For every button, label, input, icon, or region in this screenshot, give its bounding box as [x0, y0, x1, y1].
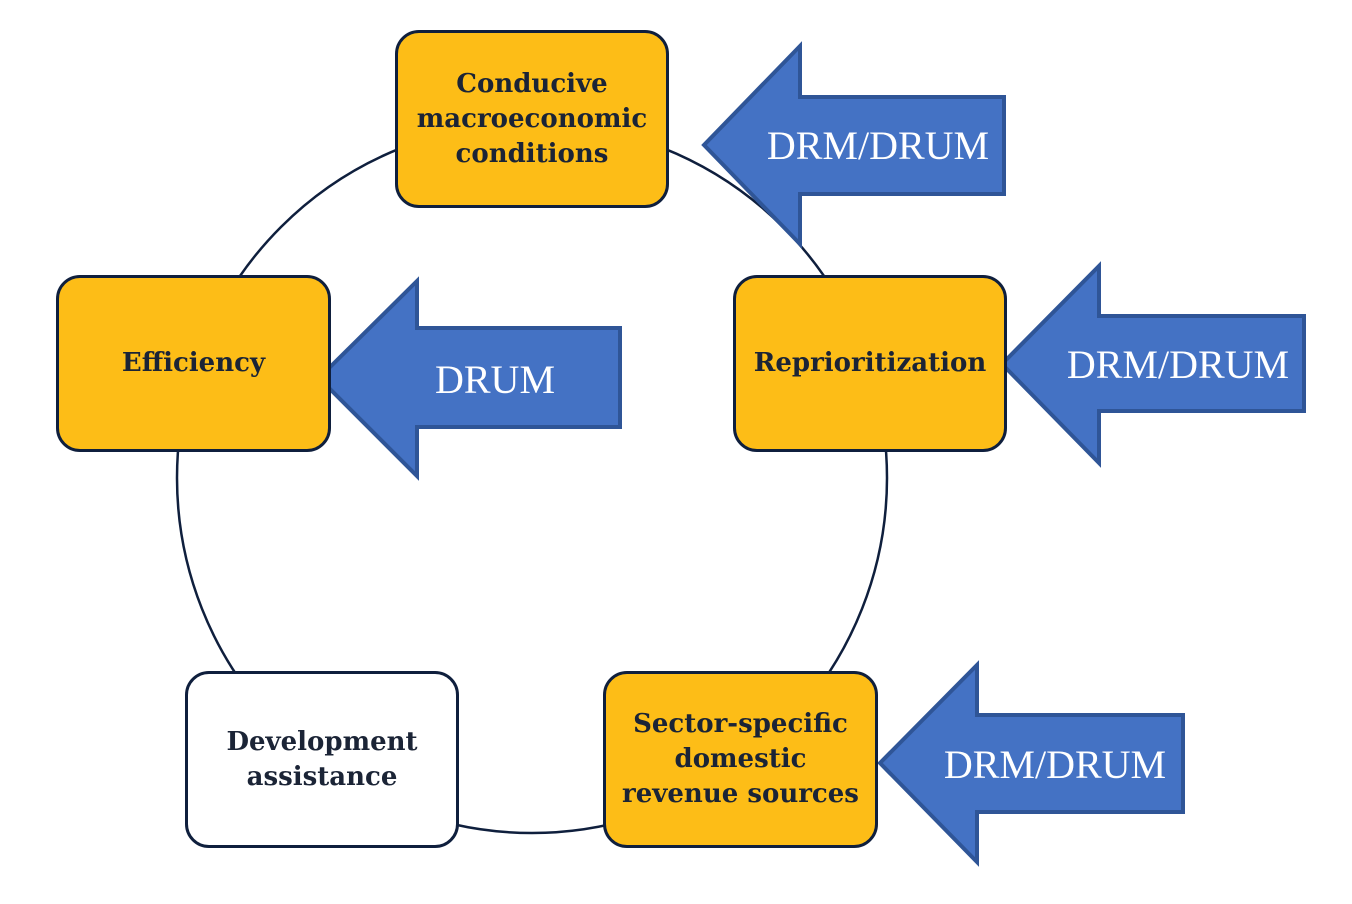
arrow-macro-label: DRM/DRUM	[766, 123, 990, 168]
node-efficiency: Efficiency	[56, 275, 331, 452]
node-conducive-macroeconomic-conditions: Conducive macroeconomic conditions	[395, 30, 669, 208]
arrow-reprioritization	[999, 261, 1306, 468]
arrow-macro	[701, 41, 1006, 249]
node-reprioritization: Reprioritization	[733, 275, 1007, 452]
arrow-sector-label: DRM/DRUM	[943, 742, 1167, 787]
arrow-reprioritization-label: DRM/DRUM	[1066, 342, 1290, 387]
arrow-efficiency-label: DRUM	[434, 357, 556, 402]
arrow-efficiency	[316, 276, 622, 481]
arrow-sector	[877, 660, 1185, 867]
node-sector-specific-revenue: Sector-specific domestic revenue sources	[603, 671, 878, 848]
node-development-assistance: Development assistance	[185, 671, 459, 848]
